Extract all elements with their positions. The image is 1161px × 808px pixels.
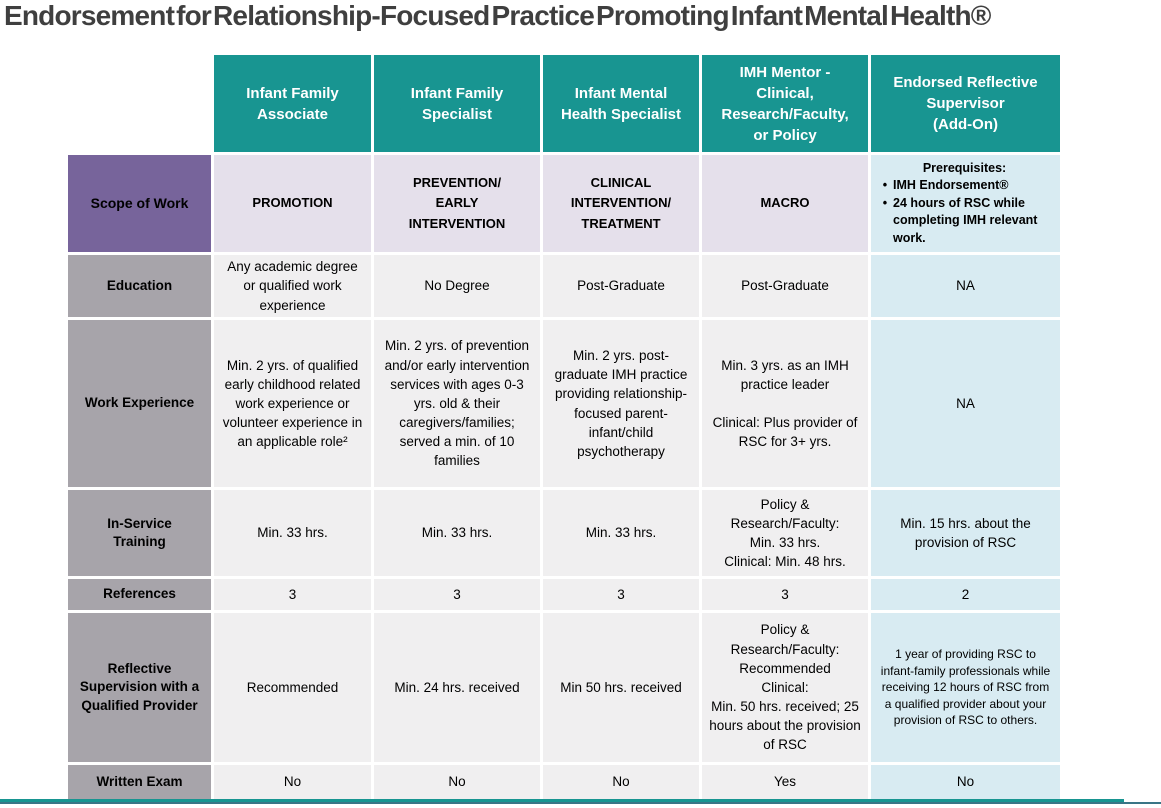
cell-reflective-col2: Min. 24 hrs. received (374, 613, 540, 762)
row-header-reflective-supervision: Reflective Supervision with a Qualified … (68, 613, 211, 762)
row-header-in-service-training: In-Service Training (68, 490, 211, 576)
cell-work-experience-col4: Min. 3 yrs. as an IMH practice leader Cl… (702, 320, 868, 487)
cell-scope-col2: PREVENTION/ EARLY INTERVENTION (374, 155, 540, 252)
cell-reflective-col4: Policy & Research/Faculty: Recommended C… (702, 613, 868, 762)
prerequisite-text: 24 hours of RSC while completing IMH rel… (893, 195, 1038, 245)
cell-in-service-col5: Min. 15 hrs. about the provision of RSC (871, 490, 1060, 576)
cell-in-service-col1: Min. 33 hrs. (214, 490, 371, 576)
cell-written-exam-col4: Yes (702, 765, 868, 799)
table-corner-spacer (68, 55, 211, 152)
column-header-infant-family-associate: Infant Family Associate (214, 55, 371, 152)
cell-scope-col3: CLINICAL INTERVENTION/ TREATMENT (543, 155, 699, 252)
column-header-imh-mentor: IMH Mentor - Clinical, Research/Faculty,… (702, 55, 868, 152)
prerequisite-text: IMH Endorsement® (893, 178, 1009, 193)
page-title: Endorsement for Relationship-Focused Pra… (4, 0, 991, 31)
bullet-icon: • (882, 178, 888, 193)
cell-reflective-col1: Recommended (214, 613, 371, 762)
column-header-infant-family-specialist: Infant Family Specialist (374, 55, 540, 152)
cell-education-col3: Post-Graduate (543, 255, 699, 317)
cell-reflective-col5: 1 year of providing RSC to infant-family… (871, 613, 1060, 762)
cell-scope-col1: PROMOTION (214, 155, 371, 252)
endorsement-table: Infant Family Associate Infant Family Sp… (68, 55, 1060, 799)
cell-written-exam-col1: No (214, 765, 371, 799)
prerequisite-item: • 24 hours of RSC while completing IMH r… (877, 195, 1052, 248)
row-header-work-experience: Work Experience (68, 320, 211, 487)
cell-references-col2: 3 (374, 579, 540, 610)
cell-written-exam-col5: No (871, 765, 1060, 799)
cell-references-col5: 2 (871, 579, 1060, 610)
cell-references-col1: 3 (214, 579, 371, 610)
row-header-written-exam: Written Exam (68, 765, 211, 799)
cell-scope-prerequisites: Prerequisites: • IMH Endorsement® • 24 h… (871, 155, 1060, 252)
cell-written-exam-col2: No (374, 765, 540, 799)
row-header-education: Education (68, 255, 211, 317)
row-header-references: References (68, 579, 211, 610)
cell-references-col4: 3 (702, 579, 868, 610)
cell-education-col5: NA (871, 255, 1060, 317)
bullet-icon: • (882, 195, 888, 210)
cell-education-col1: Any academic degree or qualified work ex… (214, 255, 371, 317)
cell-references-col3: 3 (543, 579, 699, 610)
cell-reflective-col3: Min 50 hrs. received (543, 613, 699, 762)
cell-in-service-col3: Min. 33 hrs. (543, 490, 699, 576)
cell-education-col4: Post-Graduate (702, 255, 868, 317)
cell-in-service-col4: Policy & Research/Faculty: Min. 33 hrs. … (702, 490, 868, 576)
bottom-rule-line (0, 802, 1161, 804)
prerequisite-item: • IMH Endorsement® (877, 177, 1052, 195)
row-header-scope-of-work: Scope of Work (68, 155, 211, 252)
cell-work-experience-col1: Min. 2 yrs. of qualified early childhood… (214, 320, 371, 487)
cell-education-col2: No Degree (374, 255, 540, 317)
column-header-infant-mental-health-specialist: Infant Mental Health Specialist (543, 55, 699, 152)
cell-work-experience-col2: Min. 2 yrs. of prevention and/or early i… (374, 320, 540, 487)
cell-scope-col4: MACRO (702, 155, 868, 252)
bottom-accent-bar (0, 799, 1124, 803)
prerequisites-heading: Prerequisites: (922, 160, 1007, 175)
cell-written-exam-col3: No (543, 765, 699, 799)
column-header-endorsed-reflective-supervisor: Endorsed Reflective Supervisor (Add-On) (871, 55, 1060, 152)
cell-work-experience-col3: Min. 2 yrs. post-graduate IMH practice p… (543, 320, 699, 487)
cell-work-experience-col5: NA (871, 320, 1060, 487)
cell-in-service-col2: Min. 33 hrs. (374, 490, 540, 576)
